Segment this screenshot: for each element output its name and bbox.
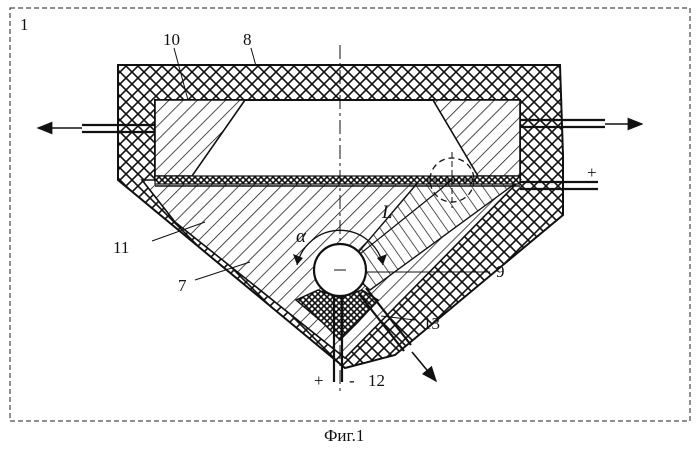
figure-caption: Фиг.1 [324,426,364,445]
bottom-arrow [412,352,436,381]
label-8: 8 [243,30,252,49]
label-10: 10 [163,30,180,49]
minus-bottom-label: - [349,371,355,390]
label-12: 12 [368,371,385,390]
plus-right-label: + [587,163,597,182]
leader-8 [251,48,256,66]
label-13: 13 [423,314,440,333]
label-7: 7 [178,276,187,295]
alpha-symbol: α [296,226,307,247]
panel-label: 1 [20,15,29,34]
label-9: 9 [496,262,505,281]
length-symbol: L [381,202,393,223]
plus-bottom-label: + [314,371,324,390]
label-11: 11 [113,238,129,257]
